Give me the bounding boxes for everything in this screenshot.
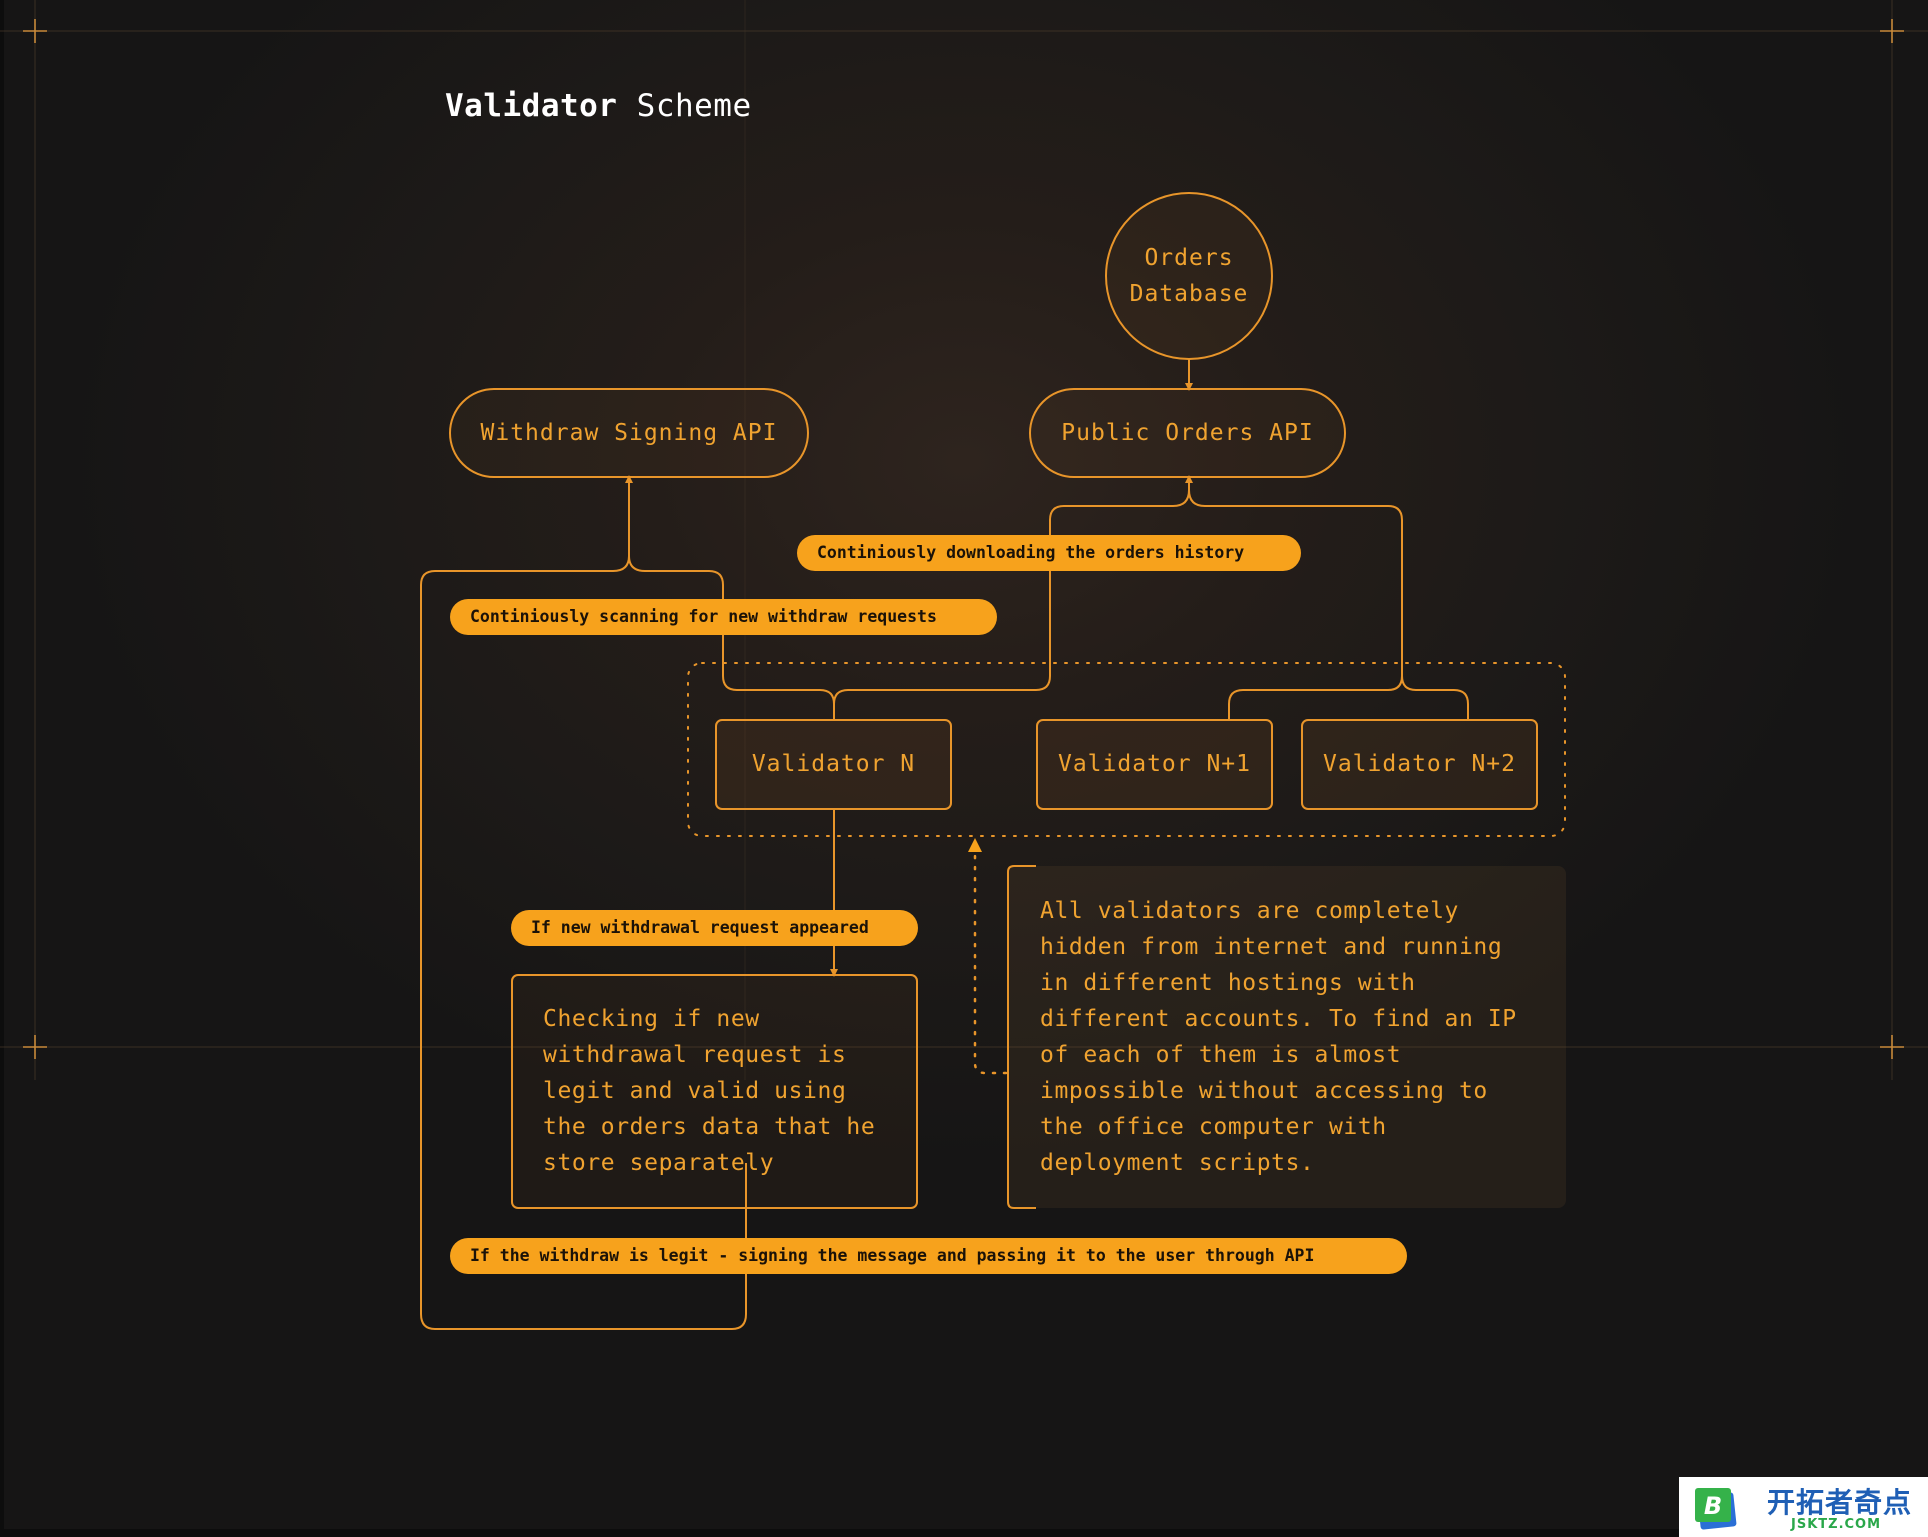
scanning-requests-label: Continiously scanning for new withdraw r… xyxy=(450,599,997,635)
watermark-text: 开拓者奇点 xyxy=(1767,1486,1913,1519)
checking-box-shape xyxy=(511,974,918,1209)
left-edge-bar xyxy=(0,0,4,1537)
checking-line: Checking if new xyxy=(543,1006,760,1032)
orders-database-line-2: Database xyxy=(1129,281,1249,307)
watermark-subtext: JSKTZ.COM xyxy=(1791,1517,1882,1532)
crosshair-top-left-icon xyxy=(23,19,47,43)
note-line: of each of them is almost xyxy=(1040,1042,1402,1068)
downloading-history-label: Continiously downloading the orders hist… xyxy=(797,535,1301,571)
watermark-logo-icon: B xyxy=(1695,1488,1737,1530)
title-light: Scheme xyxy=(636,88,752,124)
note-line: in different hostings with xyxy=(1040,970,1416,996)
watermark: B 开拓者奇点 JSKTZ.COM xyxy=(1679,1477,1928,1537)
crosshair-icons xyxy=(23,19,1904,1059)
title-bold: Validator xyxy=(445,88,618,124)
watermark-logo-letter: B xyxy=(1704,1492,1722,1520)
public-orders-api-node: Public Orders API xyxy=(1061,420,1314,446)
branch-to-validator-n1 xyxy=(1228,675,1403,720)
new-request-label: If new withdrawal request appeared xyxy=(511,910,918,946)
checking-box-text: Checking if new withdrawal request is le… xyxy=(543,1001,875,1181)
note-box-panel xyxy=(1008,866,1566,1208)
checking-line: legit and valid using xyxy=(543,1078,847,1104)
note-line: impossible without accessing to xyxy=(1040,1078,1488,1104)
note-box-text: All validators are completely hidden fro… xyxy=(1040,893,1517,1181)
note-line: All validators are completely xyxy=(1040,898,1459,924)
orders-database-line-1: Orders xyxy=(1144,245,1234,271)
checking-line: withdrawal request is xyxy=(543,1042,847,1068)
note-to-group-dotted-arrow xyxy=(973,848,1008,1075)
checking-line: store separately xyxy=(543,1150,775,1176)
branch-to-validator-n2 xyxy=(1401,675,1469,720)
note-box-bracket xyxy=(1007,865,1036,1209)
validator-n-node: Validator N xyxy=(751,751,916,777)
dotted-arrowhead-icon xyxy=(968,838,982,852)
page-title: Validator Scheme xyxy=(445,88,752,124)
scanning-branch-left xyxy=(420,555,747,1330)
public-api-branch xyxy=(833,484,1190,720)
withdraw-signing-api-node: Withdraw Signing API xyxy=(480,420,778,446)
connector-lines xyxy=(420,359,1469,1330)
validator-n1-shape xyxy=(1036,719,1273,810)
legit-withdraw-label: If the withdraw is legit - signing the m… xyxy=(450,1238,1407,1274)
orders-database-node: Orders Database xyxy=(1106,240,1272,312)
bottom-edge-bar xyxy=(0,1529,1928,1537)
validator-n1-node: Validator N+1 xyxy=(1057,751,1251,777)
crosshair-top-right-icon xyxy=(1880,19,1904,43)
validator-n2-node: Validator N+2 xyxy=(1322,751,1516,777)
note-line: the office computer with xyxy=(1040,1114,1387,1140)
guide-lines xyxy=(0,0,1928,1080)
note-line: different accounts. To find an IP xyxy=(1040,1006,1517,1032)
note-line: hidden from internet and running xyxy=(1040,934,1503,960)
note-line: deployment scripts. xyxy=(1040,1150,1315,1176)
crosshair-mid-right-icon xyxy=(1880,1035,1904,1059)
public-api-branch-right xyxy=(1188,489,1403,676)
validators-group-border xyxy=(687,662,1566,837)
checking-line: the orders data that he xyxy=(543,1114,876,1140)
crosshair-mid-left-icon xyxy=(23,1035,47,1059)
validator-n2-shape xyxy=(1301,719,1538,810)
